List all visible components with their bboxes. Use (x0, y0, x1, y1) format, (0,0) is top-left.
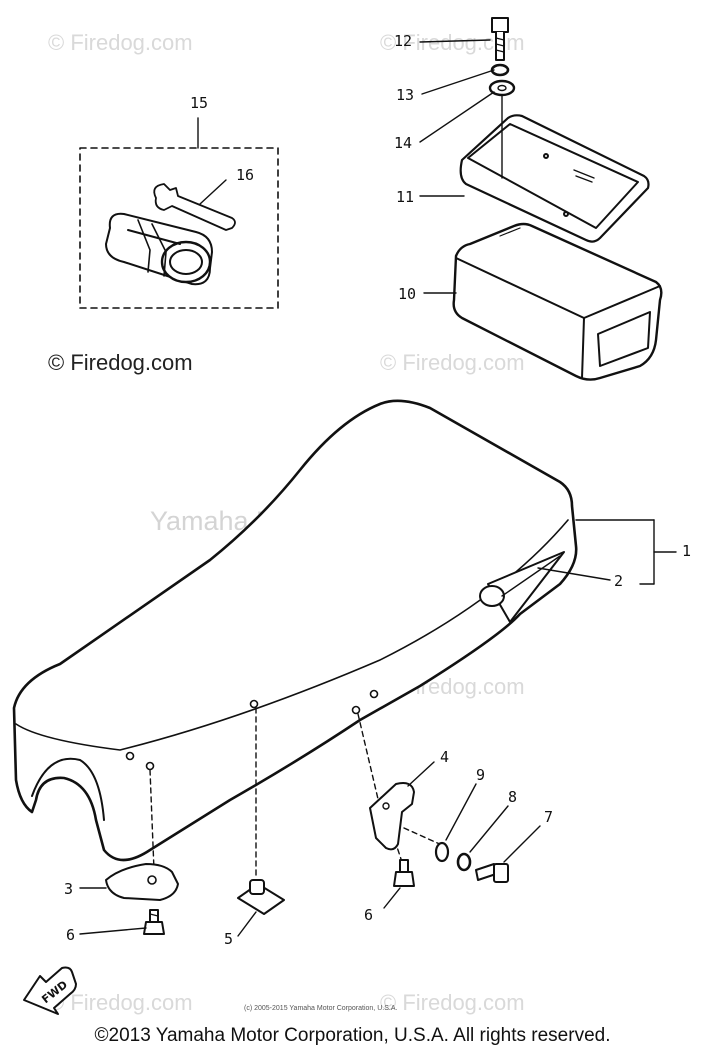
screw-6-right-icon (393, 859, 415, 887)
callout-11: 11 (396, 188, 415, 206)
callout-9: 9 (476, 766, 486, 784)
watermark-firedog-bottom-right: © Firedog.com (380, 990, 525, 1015)
fwd-arrow-icon (23, 966, 77, 1015)
watermark-firedog-top-left: © Firedog.com (48, 30, 193, 55)
callout-8: 8 (508, 788, 518, 806)
callout-1: 1 (682, 542, 692, 560)
leader-16 (199, 179, 227, 205)
screw-6-left-icon (143, 909, 165, 935)
callout-4: 4 (440, 748, 450, 766)
callout-6-left: 6 (66, 926, 76, 944)
bolt-7-icon (475, 863, 509, 883)
watermark-firedog-bottom-left: © Firedog.com (48, 990, 193, 1015)
callout-14: 14 (394, 134, 413, 152)
callout-12: 12 (394, 32, 413, 50)
bracket-3-icon (105, 863, 179, 901)
callout-13: 13 (396, 86, 415, 104)
washer-9-icon (434, 841, 450, 863)
callout-15: 15 (190, 94, 209, 112)
seat-icon (12, 399, 578, 862)
callout-6-right: 6 (364, 906, 374, 924)
callout-2: 2 (614, 572, 624, 590)
small-copyright: (c) 2005-2015 Yamaha Motor Corporation, … (244, 1005, 398, 1012)
watermark-firedog-main: © Firedog.com (48, 350, 193, 375)
callout-5: 5 (224, 930, 234, 948)
nut-plate-5-icon (237, 879, 285, 915)
callout-7: 7 (544, 808, 554, 826)
wrench-icon (153, 183, 236, 231)
battery-case-icon (452, 222, 663, 381)
callout-3: 3 (64, 880, 74, 898)
callout-16: 16 (236, 166, 255, 184)
lock-washer-8-icon (456, 852, 472, 872)
footer-copyright: ©2013 Yamaha Motor Corporation, U.S.A. A… (94, 1025, 611, 1046)
battery-box-lid-icon (459, 114, 650, 243)
bolt-12-icon (491, 17, 509, 61)
watermark-firedog-mid-right: © Firedog.com (380, 350, 525, 375)
tool-bag-icon (105, 212, 213, 286)
toolkit-dashed-box (79, 147, 279, 309)
callout-10: 10 (398, 285, 417, 303)
bracket-4-icon (369, 782, 415, 851)
